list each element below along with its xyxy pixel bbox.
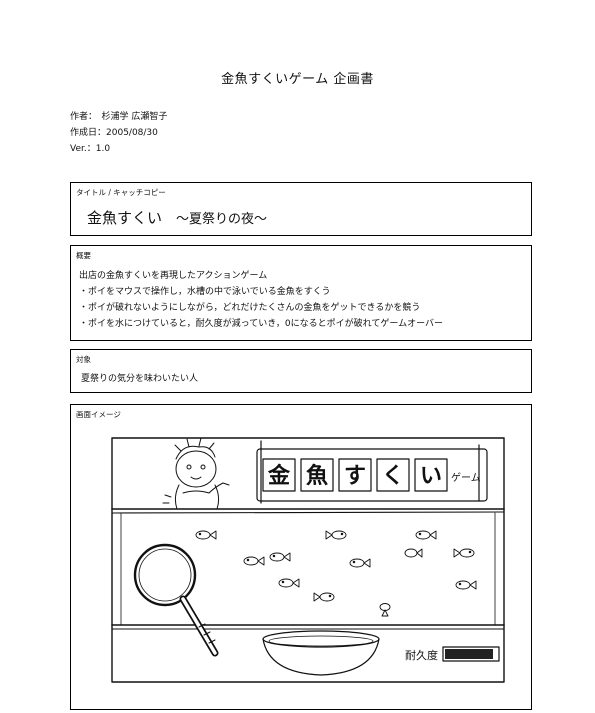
document-title: 金魚すくいゲーム 企画書	[221, 72, 374, 87]
author-value: ： 杉浦学 広瀬智子	[88, 112, 168, 122]
version-label: Ver.	[70, 144, 87, 154]
sign-char: 金	[267, 463, 291, 489]
summary-label: 概要	[76, 251, 91, 260]
sign-small-text: ゲーム	[451, 472, 481, 484]
goldfish-icon	[379, 603, 391, 617]
screen-label: 画面イメージ	[76, 410, 121, 419]
version-value: ：1.0	[86, 144, 111, 154]
gauge-frame	[442, 646, 500, 662]
title-box-label: タイトル / キャッチコピー	[76, 188, 166, 197]
sign-char: く	[382, 464, 404, 489]
goldfish-icon	[278, 578, 300, 588]
gauge-label: 耐久度	[405, 648, 438, 662]
date-label: 作成日：	[70, 128, 107, 138]
title-box: タイトル / キャッチコピー 金魚すくい ～夏祭りの夜～	[70, 182, 532, 236]
screen-image-box: 画面イメージ	[70, 404, 532, 710]
screen-sketch: 金 魚 す く い ゲーム	[111, 437, 505, 683]
goldfish-icon	[243, 556, 265, 566]
summary-line: 出店の金魚すくいを再現したアクションゲーム	[79, 271, 268, 281]
goldfish-icon	[349, 558, 371, 568]
poi-net-icon	[133, 543, 219, 657]
target-text: 夏祭りの気分を味わいたい人	[81, 374, 199, 384]
goldfish-icon	[404, 548, 423, 558]
sign-char: 魚	[306, 463, 328, 489]
summary-line: ・ポイが破れないようにしながら，どれだけたくさんの金魚をゲットできるかを競う	[79, 303, 421, 313]
sign-char: す	[344, 464, 366, 489]
gauge-fill	[445, 649, 493, 659]
meta-date: 作成日：2005/08/30	[70, 128, 158, 139]
vendor-character-icon	[162, 437, 230, 510]
target-label: 対象	[76, 355, 91, 364]
summary-line: ・ポイをマウスで操作し，水槽の中で泳いでいる金魚をすくう	[79, 287, 331, 297]
sign-char: い	[420, 464, 442, 489]
meta-author: 作者： 杉浦学 広瀬智子	[70, 112, 167, 123]
date-value: 2005/08/30	[106, 128, 158, 138]
goldfish-icon	[453, 548, 475, 558]
catch-sub: ～夏祭りの夜～	[176, 212, 268, 227]
goldfish-icon	[325, 530, 347, 540]
sign-board	[256, 440, 488, 504]
goldfish-icon	[455, 580, 477, 590]
catch-copy: 金魚すくい ～夏祭りの夜～	[87, 207, 267, 228]
sign-characters: 金 魚 す く い	[267, 463, 442, 489]
bowl-icon	[262, 630, 380, 676]
goldfish-icon	[415, 530, 437, 540]
goldfish-icon	[269, 552, 291, 562]
author-label: 作者	[70, 112, 89, 122]
sign-tiles	[262, 458, 448, 492]
target-box: 対象 夏祭りの気分を味わいたい人	[70, 349, 532, 393]
meta-version: Ver.：1.0	[70, 144, 110, 155]
sketch-frame	[111, 437, 505, 683]
summary-box: 概要 出店の金魚すくいを再現したアクションゲーム ・ポイをマウスで操作し，水槽の…	[70, 245, 532, 341]
goldfish-icon	[195, 530, 217, 540]
summary-line: ・ポイを水につけていると，耐久度が減っていき，0になるとポイが破れてゲームオーバ…	[79, 319, 444, 329]
catch-main: 金魚すくい	[87, 209, 163, 227]
tank-rim-top-inner	[111, 511, 505, 514]
goldfish-group	[195, 530, 477, 617]
goldfish-icon	[313, 592, 335, 602]
